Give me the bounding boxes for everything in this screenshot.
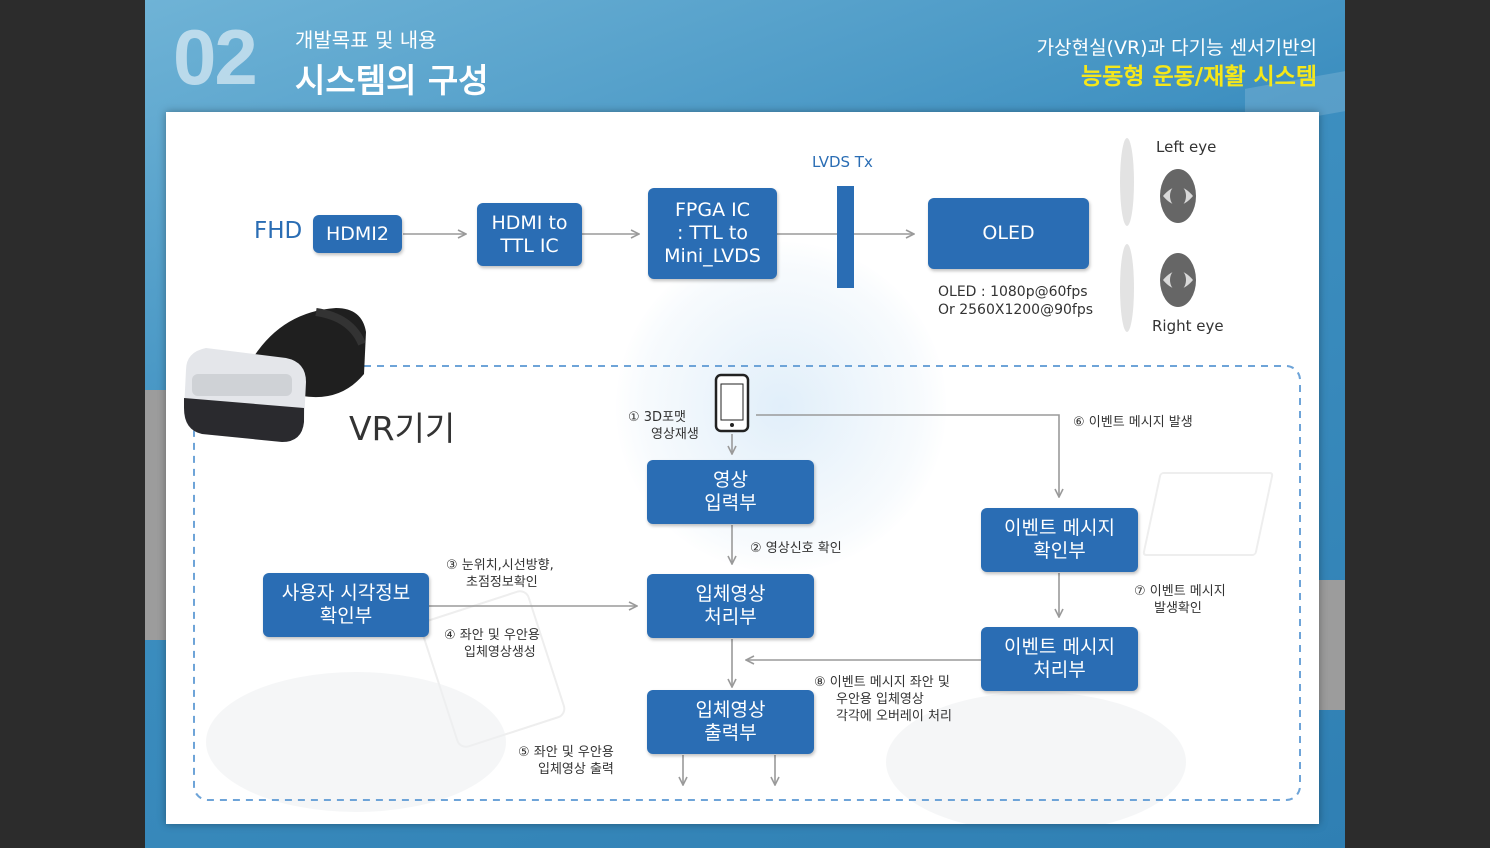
step7-label-line2: 발생확인 <box>1154 601 1202 616</box>
step1-label-line1: ① 3D포맷 <box>628 410 686 425</box>
right-eye-label: Right eye <box>1152 317 1224 335</box>
arrow-phone-to-event <box>756 414 1059 497</box>
vr-device-label: VR기기 <box>349 409 456 448</box>
lvds-label: LVDS Tx <box>812 153 873 171</box>
right-eye-lens <box>1120 244 1134 332</box>
vr-region-dashed <box>193 365 1301 801</box>
lvds-bar <box>837 186 854 288</box>
step8-label-line3: 각각에 오버레이 처리 <box>836 709 952 724</box>
step5-label-line2: 입체영상 출력 <box>538 762 614 777</box>
section-number: 02 <box>173 13 258 101</box>
oled-box: OLED <box>928 198 1089 269</box>
step7-label-line1: ⑦ 이벤트 메시지 <box>1134 584 1226 599</box>
decor-disc-left <box>206 672 506 812</box>
fhd-label: FHD <box>254 218 303 244</box>
decor-disc-right <box>886 692 1186 824</box>
header-right-line1: 가상현실(VR)과 다기능 센서기반의 <box>1036 37 1317 59</box>
step3-label-line2: 초점정보확인 <box>466 575 538 590</box>
oled-spec-line1: OLED : 1080p@60fps <box>938 284 1088 300</box>
smartphone-icon <box>714 373 750 433</box>
page-title: 시스템의 구성 <box>295 61 489 100</box>
oled-spec-line2: Or 2560X1200@90fps <box>938 302 1093 318</box>
step6-label: ⑥ 이벤트 메시지 발생 <box>1073 415 1193 430</box>
slide: 02 개발목표 및 내용 시스템의 구성 가상현실(VR)과 다기능 센서기반의… <box>145 0 1345 848</box>
step1-label-line2: 영상재생 <box>651 427 699 442</box>
step2-label: ② 영상신호 확인 <box>750 541 842 556</box>
vr-headset-icon <box>184 308 366 442</box>
step4-label-line1: ④ 좌안 및 우안용 <box>444 628 540 643</box>
right-eye-icon <box>1160 253 1196 307</box>
left-eye-label: Left eye <box>1156 138 1217 156</box>
connector-lines <box>184 138 1301 801</box>
step8-label-line2: 우안용 입체영상 <box>836 692 924 707</box>
step8-label-line1: ⑧ 이벤트 메시지 좌안 및 <box>814 675 950 690</box>
left-eye-icon <box>1160 169 1196 223</box>
step3-label-line1: ③ 눈위치,시선방향, <box>446 558 554 573</box>
decor-stripe-right <box>1315 580 1345 710</box>
step4-label-line2: 입체영상생성 <box>464 645 536 660</box>
step5-label-line1: ⑤ 좌안 및 우안용 <box>518 745 614 760</box>
hdmi2-box: HDMI2 <box>313 215 402 253</box>
header-right-line2: 능동형 운동/재활 시스템 <box>1080 64 1317 90</box>
left-eye-lens <box>1120 138 1134 226</box>
section-subtitle: 개발목표 및 내용 <box>295 28 437 52</box>
